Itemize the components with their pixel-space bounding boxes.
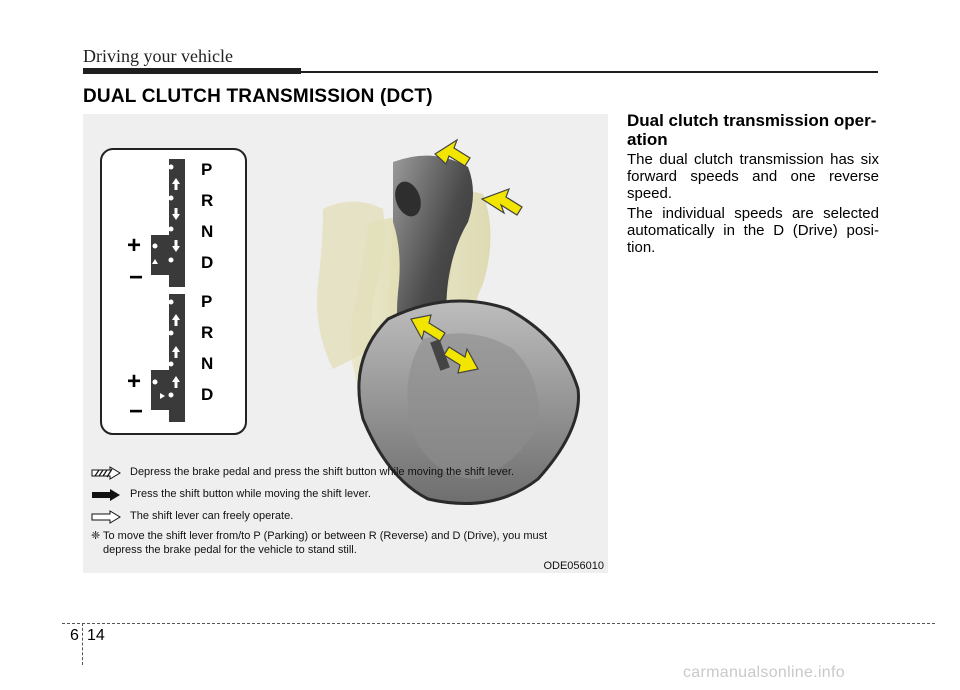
watermark: carmanualsonline.info xyxy=(683,664,845,681)
legend-text: The shift lever can freely operate. xyxy=(130,510,294,522)
gate-letter-p: P xyxy=(201,160,213,179)
note-text: To move the shift lever from/to P (Parki… xyxy=(103,530,548,556)
page-number: 14 xyxy=(87,627,105,644)
figure-code: ODE056010 xyxy=(543,560,604,572)
arrow-gate-down xyxy=(443,346,479,374)
figure-note: ❈ To move the shift lever from/to P (Par… xyxy=(91,529,581,557)
gate-letter-d: D xyxy=(201,253,214,272)
body-paragraph-1: The dual clutch transmission has six for… xyxy=(627,151,879,202)
arrow-top-left xyxy=(434,138,471,167)
body-paragraph-2: The individual speeds are selected autom… xyxy=(627,205,879,256)
gate-strip-upper xyxy=(151,159,185,287)
gate-letter-n: N xyxy=(201,222,214,241)
shift-lever-figure: P R N D + − P R N D + − Depress the brak… xyxy=(83,114,608,573)
note-symbol: ❈ xyxy=(91,530,101,542)
gate-letter-n: N xyxy=(201,354,214,373)
gate-letter-d: D xyxy=(201,385,214,404)
outline-arrow-icon xyxy=(91,510,121,524)
legend-text: Depress the brake pedal and press the sh… xyxy=(130,466,514,478)
gate-minus: − xyxy=(129,264,144,291)
header-rule-thin xyxy=(301,71,878,73)
arrow-top-right xyxy=(480,187,523,216)
legend-text: Press the shift button while moving the … xyxy=(130,488,371,500)
running-head: Driving your vehicle xyxy=(83,46,233,66)
gate-letter-p: P xyxy=(201,292,213,311)
subheading: Dual clutch transmission oper-ation xyxy=(627,111,877,149)
solid-arrow-icon xyxy=(92,489,120,501)
chapter-number: 6 xyxy=(70,627,79,644)
gate-plus: + xyxy=(127,232,142,259)
gate-letter-r: R xyxy=(201,323,214,342)
footer-rule xyxy=(62,623,935,624)
header-rule-thick xyxy=(83,68,301,74)
footer-divider xyxy=(82,623,83,665)
gate-minus: − xyxy=(129,398,144,425)
hatched-arrow-icon xyxy=(91,466,121,480)
arrow-gate-up xyxy=(410,314,446,342)
section-title: DUAL CLUTCH TRANSMISSION (DCT) xyxy=(83,86,433,107)
shift-lever-illustration xyxy=(100,138,580,505)
gate-plus: + xyxy=(127,368,142,395)
gate-letter-r: R xyxy=(201,191,214,210)
